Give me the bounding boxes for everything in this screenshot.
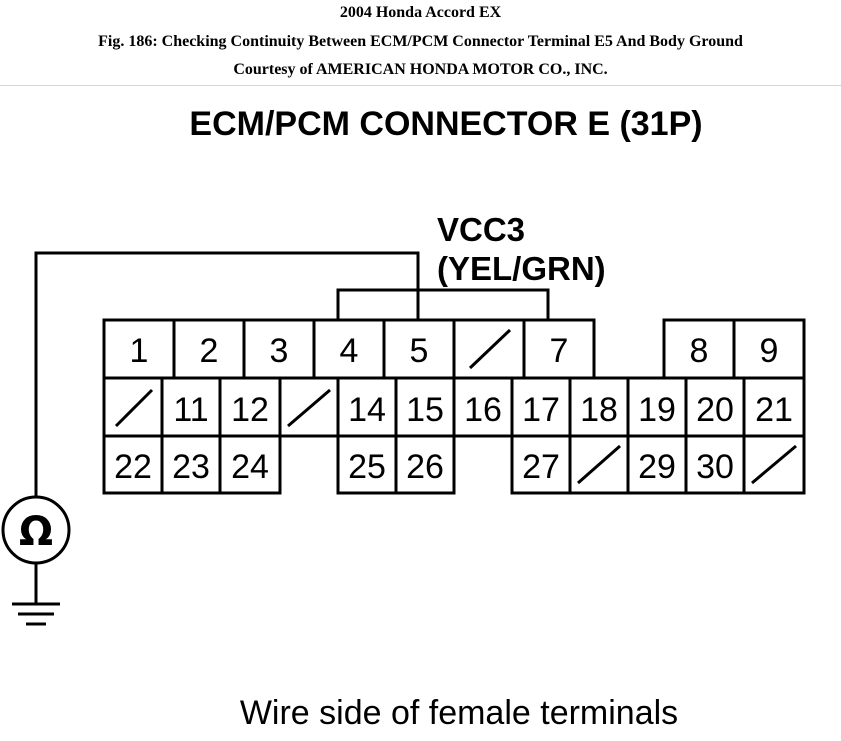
wire-color-label: (YEL/GRN) [437, 250, 606, 287]
terminal-21: 21 [755, 391, 793, 429]
terminal-17: 17 [522, 391, 560, 429]
courtesy-line: Courtesy of AMERICAN HONDA MOTOR CO., IN… [233, 61, 608, 78]
terminal-18: 18 [580, 391, 618, 429]
terminal-26: 26 [406, 448, 444, 486]
diagram-caption: Wire side of female terminals [240, 694, 678, 732]
terminal-3: 3 [270, 332, 289, 370]
figure-caption: Fig. 186: Checking Continuity Between EC… [98, 33, 743, 50]
terminal-row-2: 11 12 14 15 16 17 18 19 20 21 [173, 391, 793, 429]
terminal-16: 16 [464, 391, 502, 429]
terminal-8: 8 [690, 332, 709, 370]
terminal-7: 7 [550, 332, 569, 370]
terminal-11: 11 [173, 391, 208, 429]
row3-dividers [160, 436, 746, 493]
terminal-19: 19 [638, 391, 676, 429]
terminal-25: 25 [348, 448, 386, 486]
empty-cavity-13 [287, 388, 331, 428]
empty-cavity-6 [468, 328, 512, 370]
row1-dividers [172, 320, 736, 378]
empty-cavity-31 [751, 444, 797, 485]
header-divider [0, 85, 841, 86]
terminal-20: 20 [696, 391, 734, 429]
row2-dividers [160, 378, 746, 436]
empty-cavity-10 [114, 388, 154, 428]
empty-cavity-28 [577, 444, 621, 485]
terminal-12: 12 [231, 391, 269, 429]
vcc3-bracket [336, 288, 550, 320]
terminal-22: 22 [114, 448, 152, 486]
terminal-4: 4 [340, 332, 359, 370]
terminal-14: 14 [348, 391, 386, 429]
terminal-30: 30 [696, 448, 734, 486]
terminal-row-1: 1 2 3 4 5 7 8 9 [130, 332, 779, 370]
terminal-9: 9 [760, 332, 779, 370]
terminal-23: 23 [172, 448, 210, 486]
terminal-row-3: 22 23 24 25 26 27 29 30 [114, 448, 734, 486]
terminal-15: 15 [406, 391, 444, 429]
wire-signal-label: VCC3 [437, 211, 525, 248]
ohmmeter-symbol: Ω [19, 509, 53, 555]
document-title: 2004 Honda Accord EX [339, 4, 502, 21]
terminal-29: 29 [638, 448, 676, 486]
terminal-27: 27 [522, 448, 560, 486]
probe-wire [34, 251, 420, 497]
connector-title: ECM/PCM CONNECTOR E (31P) [189, 105, 702, 143]
terminal-2: 2 [200, 332, 219, 370]
terminal-24: 24 [231, 448, 269, 486]
terminal-1: 1 [130, 332, 149, 370]
terminal-5: 5 [410, 332, 429, 370]
